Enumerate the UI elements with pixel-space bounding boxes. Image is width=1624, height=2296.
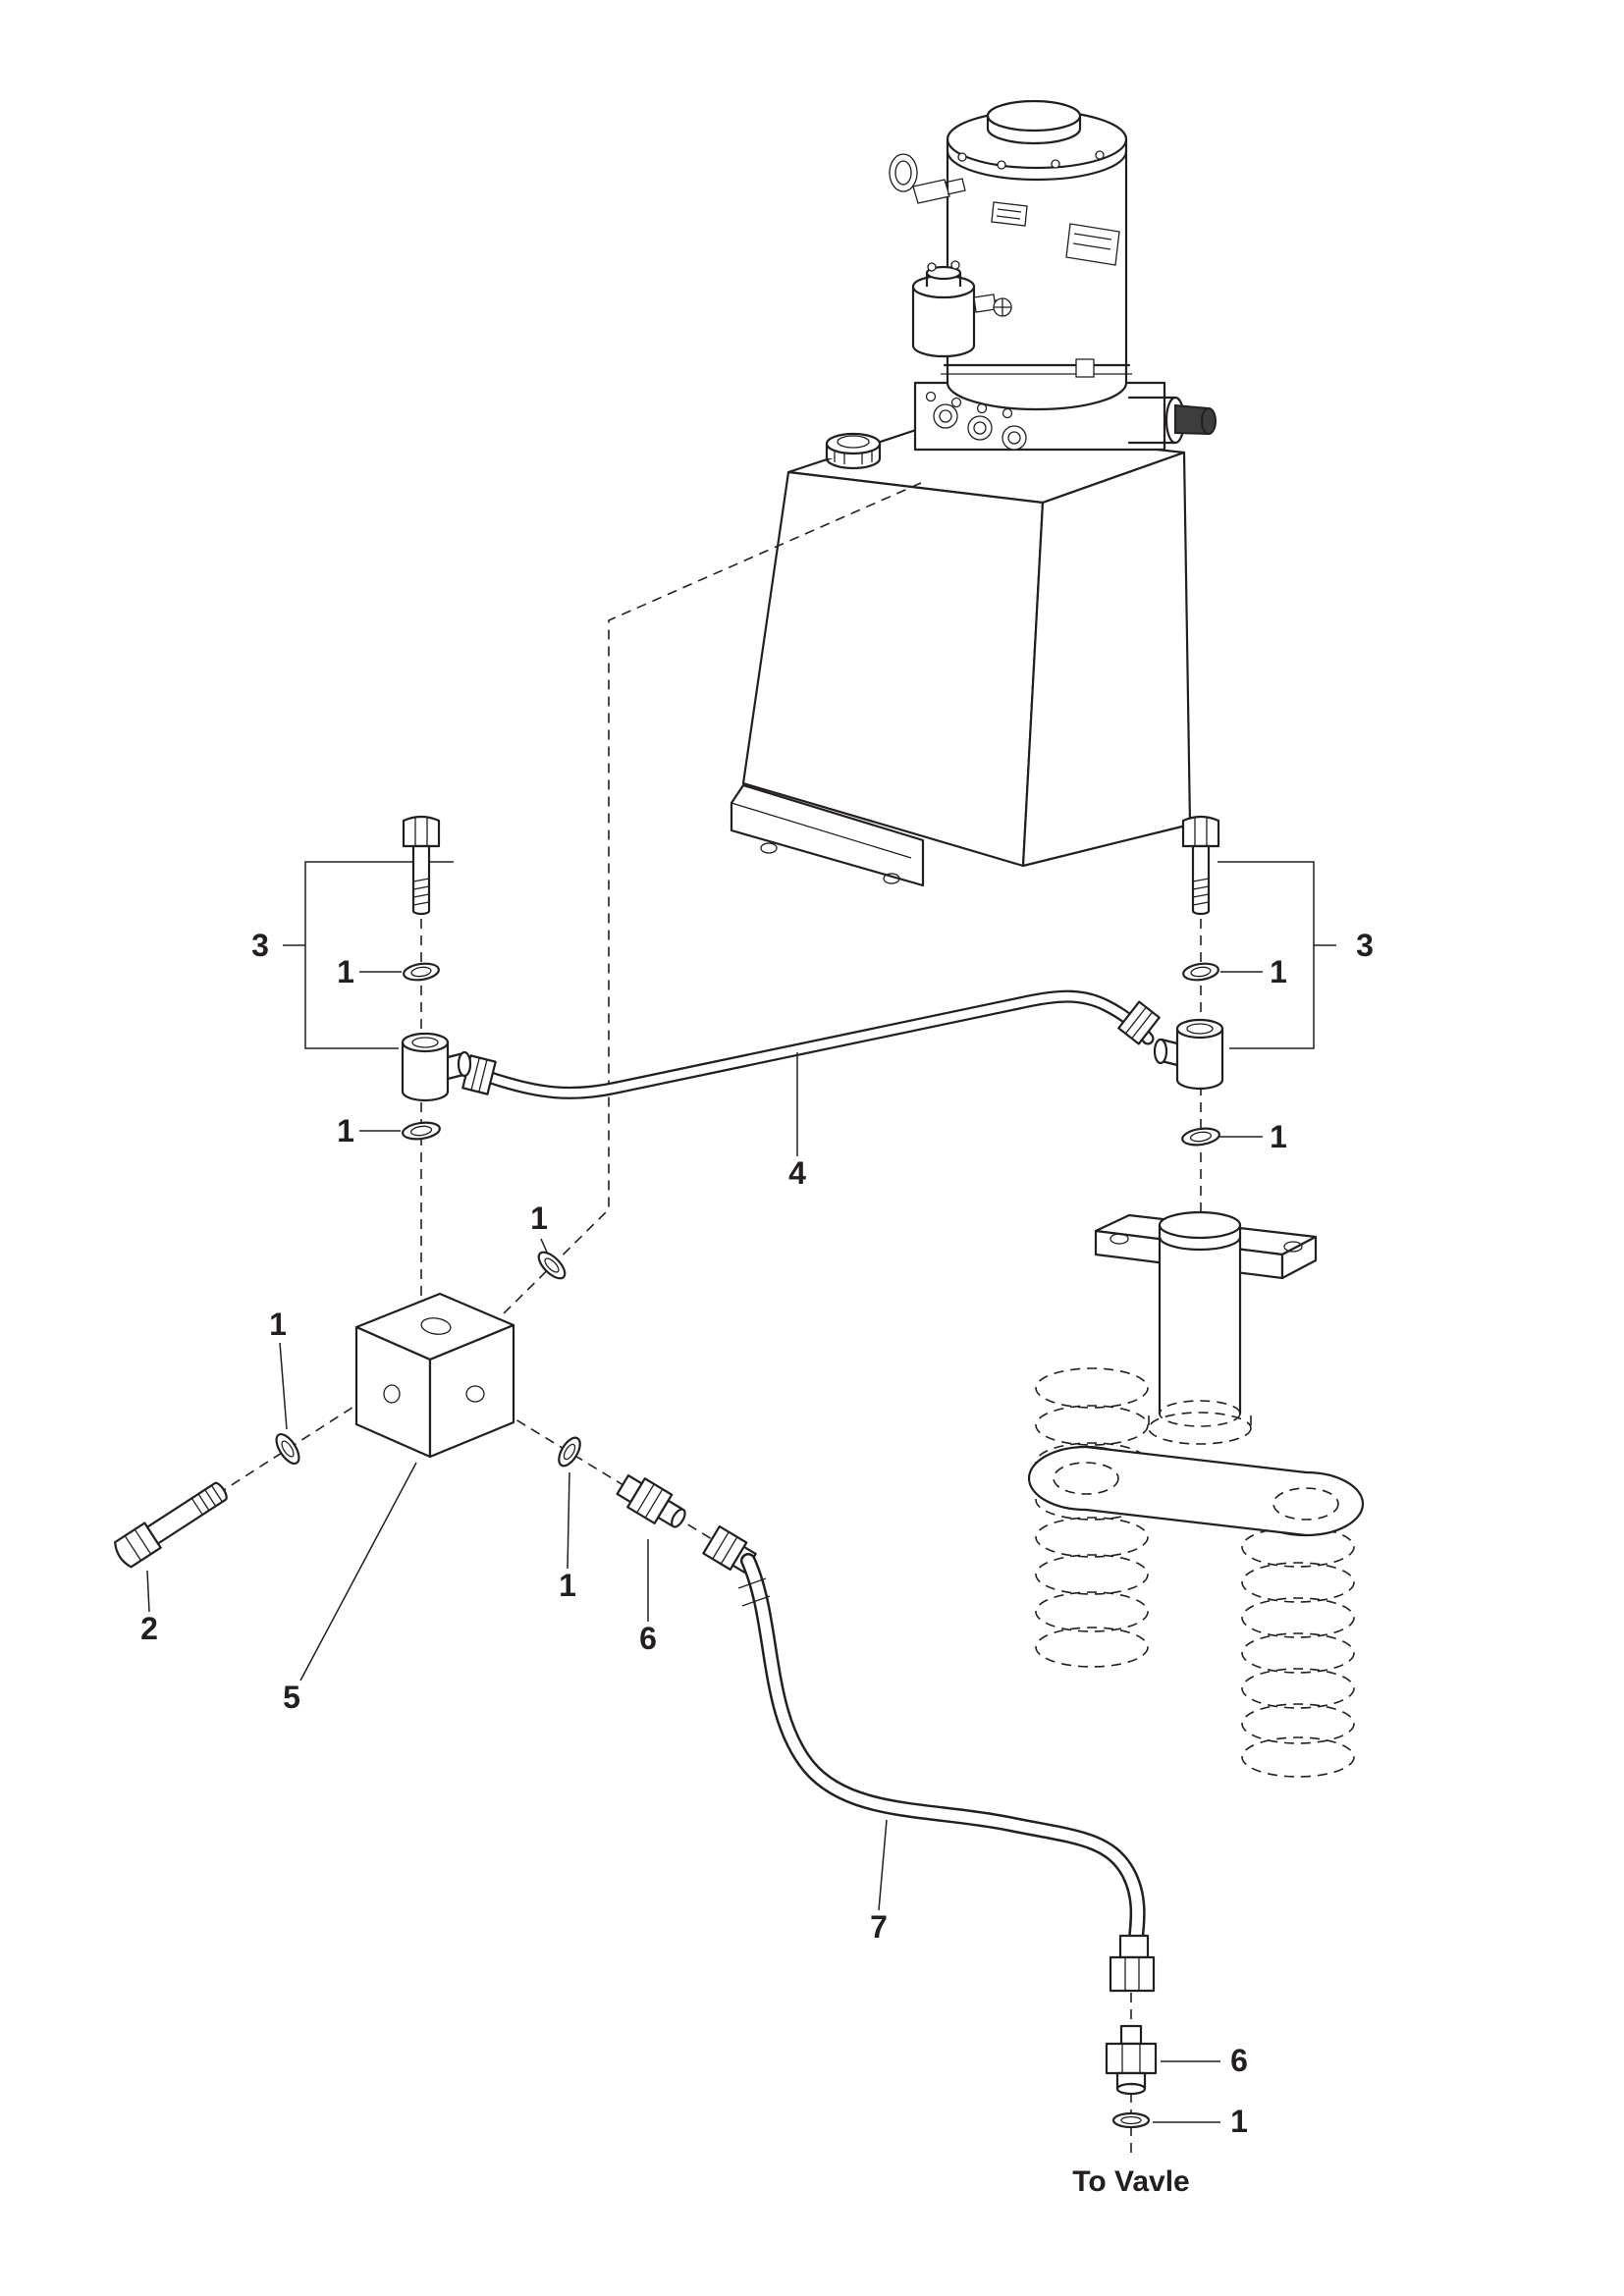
valve-fitting — [1105, 2024, 1158, 2096]
hydraulic-tube — [461, 989, 1161, 1099]
callout-group-right: 3 — [1356, 928, 1374, 963]
callout-washer-left-upper: 1 — [337, 954, 354, 989]
spring-plate — [1027, 1445, 1365, 1537]
mount-group-right — [1153, 815, 1336, 1147]
spring-right — [1241, 1526, 1355, 1778]
callout-tube: 4 — [788, 1155, 806, 1191]
washer-block-right — [558, 1436, 581, 1468]
spring-left — [1035, 1367, 1149, 1668]
solenoid — [911, 260, 1008, 358]
washer-valve — [1111, 2111, 1151, 2129]
decal-plate — [1065, 223, 1120, 266]
adapter-fitting-mid — [616, 1474, 686, 1528]
callout-bolt: 2 — [140, 1611, 158, 1646]
callout-washer-right-upper: 1 — [1270, 954, 1287, 989]
callout-washer-inlet: 1 — [530, 1201, 548, 1236]
side-port-plug — [1127, 396, 1217, 445]
phillips-screw-icon — [993, 297, 1012, 317]
callout-washer-left-lower: 1 — [337, 1113, 354, 1148]
tee-fitting-right — [1153, 1018, 1224, 1091]
callouts: 3 1 1 3 1 1 4 1 1 2 5 1 6 7 6 1 To Vavle — [140, 928, 1374, 2198]
callout-washer-valve: 1 — [1230, 2104, 1248, 2139]
hydraulic-hose — [737, 1553, 1156, 1993]
callout-fitting-mid: 6 — [639, 1621, 657, 1656]
washer-block-left — [275, 1432, 300, 1466]
washer-right-lower — [1181, 1127, 1220, 1147]
hex-bolt-right — [1181, 815, 1220, 916]
washer-left-lower — [402, 1121, 441, 1141]
callout-group-left: 3 — [251, 928, 269, 963]
leader-lines — [146, 971, 1263, 2123]
hose-end-nut — [1109, 1934, 1156, 1993]
breather-fitting — [889, 153, 966, 204]
mount-group-left — [283, 815, 472, 1141]
callout-washer-right-lower: 1 — [1270, 1119, 1287, 1154]
label-block — [991, 201, 1028, 227]
tube-nut-right — [1117, 1000, 1161, 1045]
hex-bolt-block — [114, 1481, 228, 1569]
hex-bolt-left — [402, 815, 441, 916]
motor-assembly — [889, 99, 1132, 411]
mounting-flange — [730, 783, 925, 887]
callout-fitting-valve: 6 — [1230, 2043, 1248, 2078]
callout-hose: 7 — [870, 1909, 888, 1945]
filler-cap — [825, 432, 882, 470]
cylinder — [1148, 1210, 1252, 1445]
note-to-valve: To Vavle — [1072, 2165, 1190, 2198]
tee-fitting-left — [401, 1032, 472, 1102]
callout-washer-block-left: 1 — [269, 1307, 287, 1342]
washer-left-upper — [403, 962, 440, 982]
manifold-block — [354, 1292, 515, 1459]
washer-inlet — [537, 1251, 567, 1280]
clamp-band — [941, 358, 1132, 378]
reservoir-tank — [730, 423, 1192, 887]
washer-right-upper — [1182, 962, 1219, 982]
callout-block-group: 5 — [283, 1680, 300, 1715]
callout-washer-block-right: 1 — [559, 1568, 576, 1603]
motor-top-cap — [986, 99, 1082, 145]
